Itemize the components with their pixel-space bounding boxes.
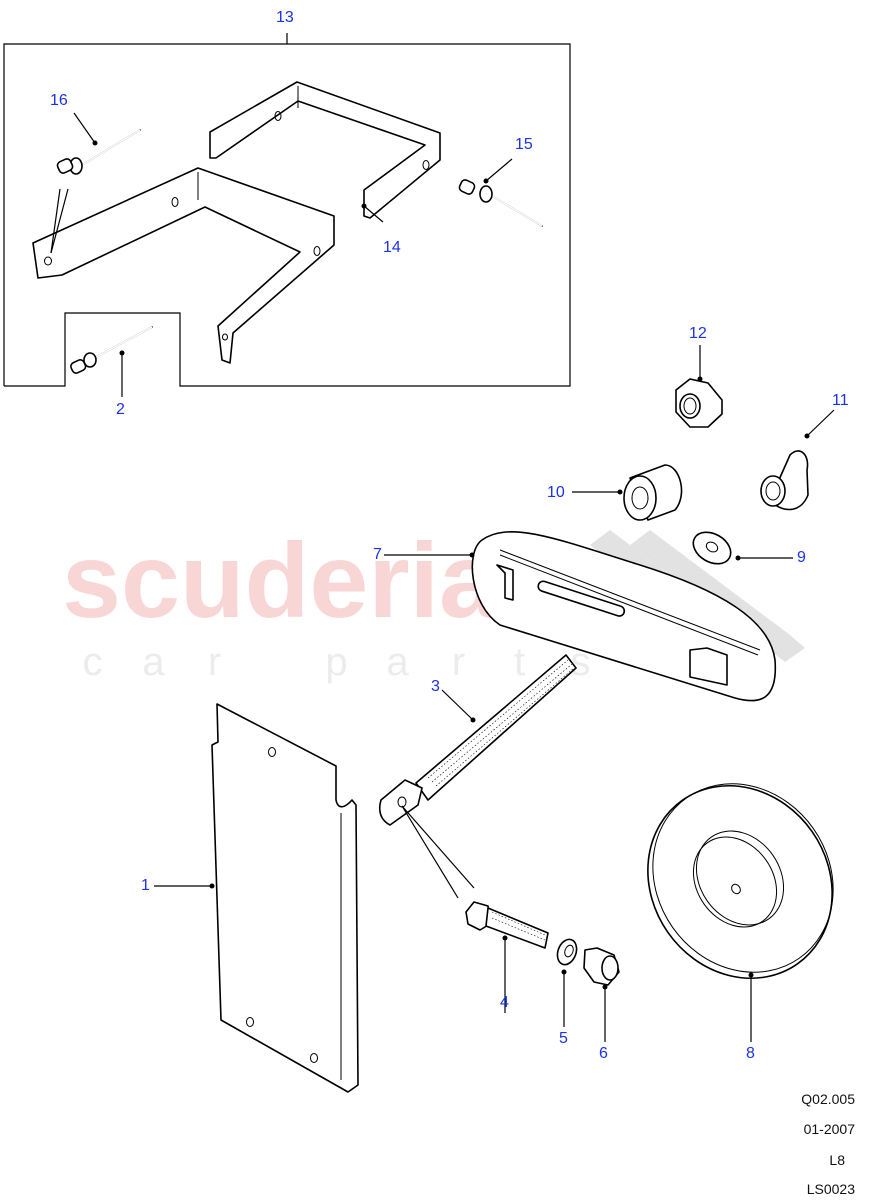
callout-11: 11 bbox=[832, 392, 849, 409]
rivet-16 bbox=[50, 129, 141, 254]
dished-disc-8 bbox=[647, 783, 834, 980]
washer-9 bbox=[692, 531, 732, 565]
leader-lines bbox=[73, 112, 835, 1042]
wing-nut-11 bbox=[760, 450, 809, 511]
callout-3: 3 bbox=[431, 678, 440, 695]
washer-5 bbox=[556, 938, 578, 966]
callout-10: 10 bbox=[547, 484, 565, 501]
callout-13: 13 bbox=[276, 9, 294, 26]
callout-5: 5 bbox=[559, 1030, 568, 1047]
threaded-rod-3 bbox=[378, 654, 577, 899]
watermark-brand: scuderia bbox=[62, 522, 499, 640]
callout-6: 6 bbox=[599, 1045, 608, 1062]
callout-2: 2 bbox=[116, 401, 125, 418]
nylock-nut-6 bbox=[583, 947, 620, 986]
callout-9: 9 bbox=[797, 549, 806, 566]
hex-nut-12 bbox=[675, 378, 723, 428]
illustration-id: LS0023 bbox=[806, 1181, 855, 1197]
callout-16: 16 bbox=[50, 92, 68, 109]
callout-8: 8 bbox=[746, 1045, 755, 1062]
date-code: 01-2007 bbox=[803, 1121, 855, 1137]
callout-15: 15 bbox=[515, 136, 533, 153]
u-bracket-front bbox=[32, 167, 335, 364]
callout-4: 4 bbox=[500, 994, 509, 1011]
plate-panel-1 bbox=[211, 703, 359, 1093]
callout-12: 12 bbox=[689, 325, 707, 342]
callout-7: 7 bbox=[373, 546, 382, 563]
u-bracket-back bbox=[209, 81, 441, 219]
callout-14: 14 bbox=[383, 239, 401, 256]
rivet-2 bbox=[70, 326, 153, 374]
group-box-13 bbox=[3, 33, 571, 387]
bolt-4 bbox=[465, 901, 549, 949]
rivet-15 bbox=[458, 179, 543, 227]
callout-1: 1 bbox=[141, 877, 150, 894]
clamp-plate-7 bbox=[471, 531, 777, 702]
spacer-10 bbox=[623, 464, 683, 521]
model-code: L8 bbox=[829, 1152, 845, 1168]
reference-code: Q02.005 bbox=[801, 1091, 855, 1107]
